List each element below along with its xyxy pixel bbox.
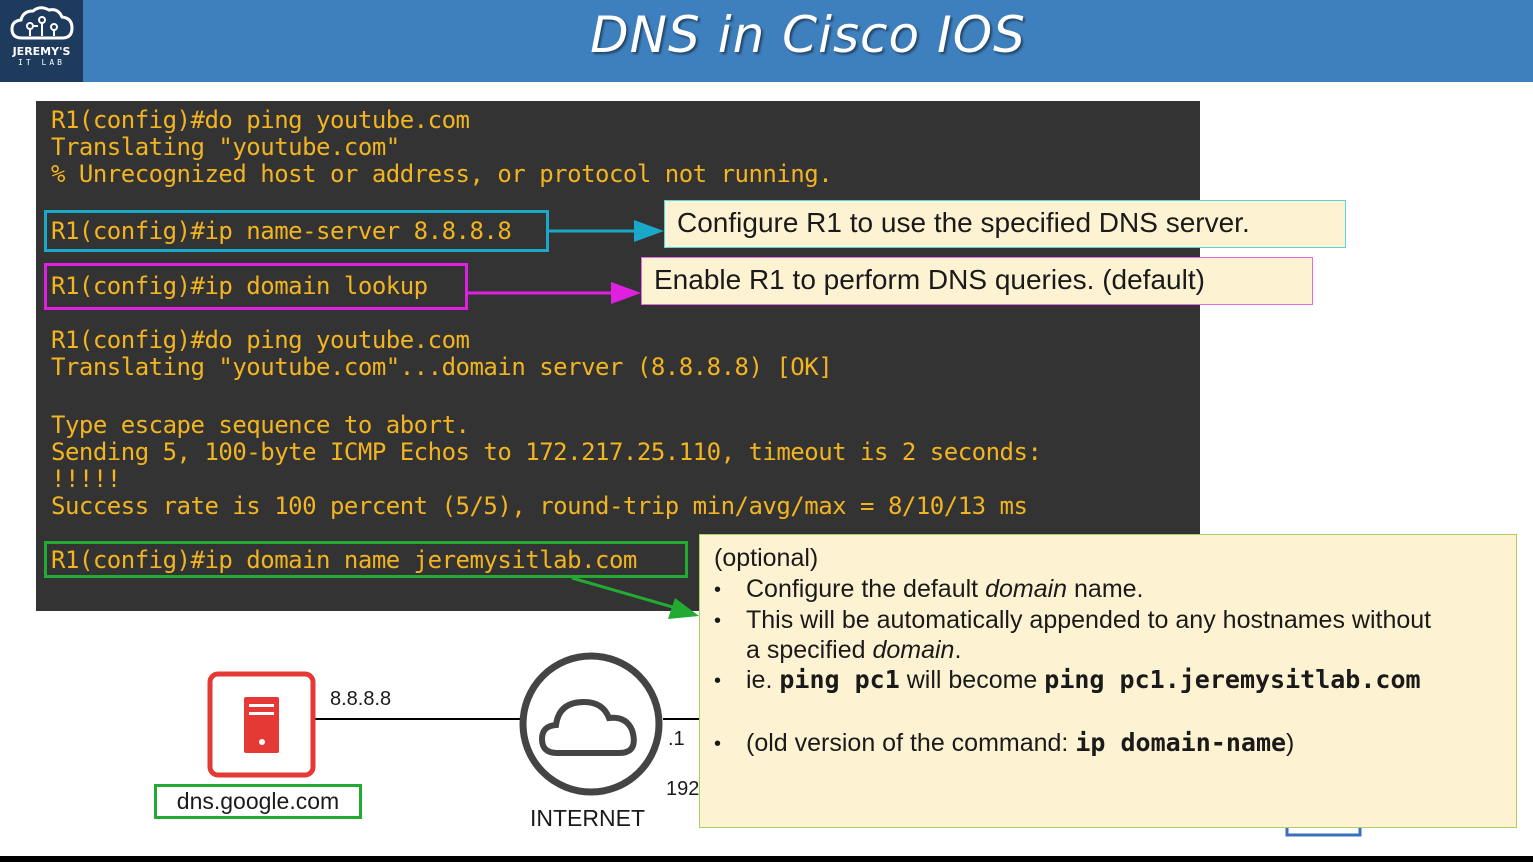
page-title: DNS in Cisco IOS [590, 6, 1026, 64]
bullet-example: ie. ping pc1 will become ping pc1.jeremy… [746, 665, 1421, 695]
terminal-line: Type escape sequence to abort. [51, 411, 470, 439]
server-hostname-label: dns.google.com [176, 788, 340, 814]
bullet-emphasis: domain [985, 575, 1068, 603]
terminal-line: R1(config)#ip name-server 8.8.8.8 [51, 217, 512, 245]
name-server-highlight [44, 210, 549, 252]
bullet-text: a specified [746, 636, 873, 664]
logo-text: JEREMY'S [12, 45, 71, 58]
dns-server-icon [207, 671, 316, 778]
terminal-line: Translating "youtube.com" [51, 133, 400, 161]
bullet-text: will become [899, 666, 1045, 694]
internet-label: INTERNET [530, 805, 645, 831]
code-text: ip domain-name [1075, 728, 1287, 757]
domain-lookup-highlight [44, 263, 468, 310]
terminal-line: R1(config)#do ping youtube.com [51, 106, 470, 134]
name-server-note: Configure R1 to use the specified DNS se… [664, 200, 1346, 248]
jeremys-it-lab-logo: JEREMY'S IT LAB [0, 0, 83, 82]
r1-ip-suffix-label: .1 [668, 728, 685, 750]
terminal-line: R1(config)#ip domain name jeremysitlab.c… [51, 546, 637, 574]
terminal-line: !!!!! [51, 465, 121, 493]
terminal-line: Success rate is 100 percent (5/5), round… [51, 492, 1028, 520]
bullet-text: name. [1067, 575, 1144, 603]
terminal-line: R1(config)#ip domain lookup [51, 272, 428, 300]
bullet-icon: • [714, 670, 722, 692]
bullet-appended-line1: This will be automatically appended to a… [746, 606, 1432, 634]
bullet-default-domain: Configure the default domain name. [746, 574, 1144, 604]
bullet-old-command: (old version of the command: ip domain-n… [746, 728, 1294, 758]
bullet-text: (old version of the command: [746, 729, 1076, 757]
terminal-line: R1(config)#do ping youtube.com [51, 326, 470, 354]
domain-lookup-note: Enable R1 to perform DNS queries. (defau… [641, 257, 1313, 305]
header-bar: JEREMY'S IT LAB DNS in Cisco IOS [0, 0, 1533, 82]
server-ip-label: 8.8.8.8 [330, 688, 392, 710]
bottom-border [0, 856, 1533, 862]
bullet-icon: • [714, 610, 722, 632]
bullet-text: . [954, 636, 962, 664]
bullet-text: ie. [746, 666, 780, 694]
r1-network-label: 192 [666, 778, 700, 800]
optional-info-box: (optional) • Configure the default domai… [699, 534, 1517, 828]
bullet-text: ) [1286, 729, 1295, 757]
bullet-appended-line2: a specified domain. [746, 635, 961, 665]
logo-subtext: IT LAB [18, 58, 65, 67]
terminal-line: Sending 5, 100-byte ICMP Echos to 172.21… [51, 438, 1042, 466]
internet-cloud-icon [519, 652, 663, 796]
server-hostname-box: dns.google.com [154, 784, 362, 819]
bullet-emphasis: domain [872, 636, 955, 664]
domain-lookup-note-text: Enable R1 to perform DNS queries. (defau… [654, 264, 1205, 295]
bullet-text: Configure the default [746, 575, 986, 603]
terminal-output [36, 101, 1200, 611]
bullet-icon: • [714, 733, 722, 755]
code-text: ping pc1.jeremysitlab.com [1044, 665, 1421, 694]
name-server-note-text: Configure R1 to use the specified DNS se… [677, 207, 1250, 238]
cloud-circuit-icon [10, 6, 74, 40]
optional-heading: (optional) [714, 544, 819, 572]
terminal-line: Translating "youtube.com"...domain serve… [51, 353, 833, 381]
bullet-icon: • [714, 579, 722, 601]
domain-name-highlight [44, 541, 688, 578]
terminal-line: % Unrecognized host or address, or proto… [51, 160, 833, 188]
code-text: ping pc1 [779, 665, 900, 694]
